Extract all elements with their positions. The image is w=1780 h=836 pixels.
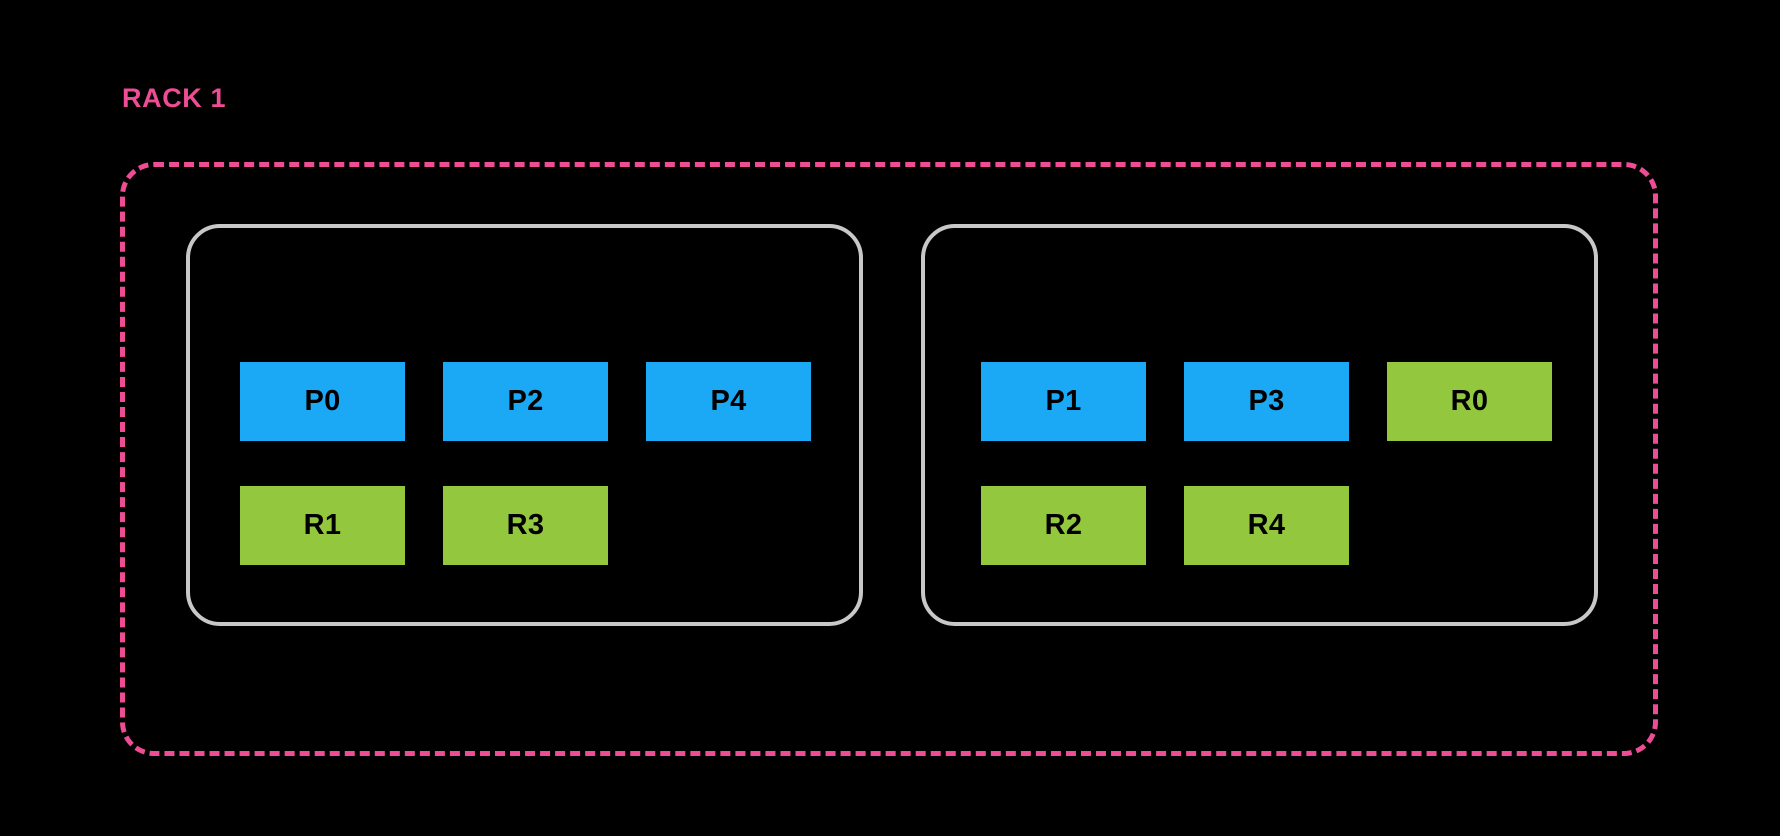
shard-block-p3: P3 [1184,362,1349,441]
shard-block-r4: R4 [1184,486,1349,565]
node-box-1 [921,224,1598,626]
shard-block-p1: P1 [981,362,1146,441]
shard-block-p4: P4 [646,362,811,441]
shard-block-r1: R1 [240,486,405,565]
shard-block-r3: R3 [443,486,608,565]
shard-block-r2: R2 [981,486,1146,565]
shard-block-p0: P0 [240,362,405,441]
rack-boundary [120,162,1658,756]
node-box-0 [186,224,863,626]
shard-block-r0: R0 [1387,362,1552,441]
rack-label: RACK 1 [122,83,227,113]
shard-block-p2: P2 [443,362,608,441]
